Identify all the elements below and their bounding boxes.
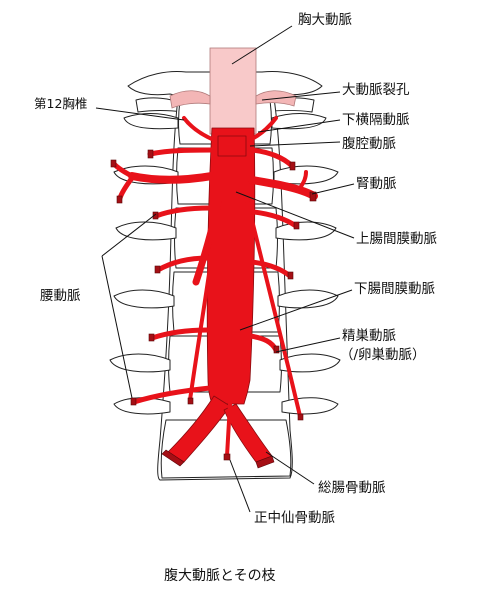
median-sacral-artery xyxy=(225,402,232,458)
celiac-trunk xyxy=(217,135,247,157)
label-lumbar: 腰動脈 xyxy=(40,288,81,304)
gonadal-artery-right xyxy=(244,194,302,418)
label-inferior-phrenic: 下横隔動脈 xyxy=(342,112,410,128)
label-common-iliac: 総腸骨動脈 xyxy=(318,480,386,496)
label-inferior-mesenteric: 下腸間膜動脈 xyxy=(354,281,435,297)
lumbar-artery-left-1 xyxy=(153,205,213,219)
label-aortic-hiatus: 大動脈裂孔 xyxy=(342,82,410,98)
label-median-sacral: 正中仙骨動脈 xyxy=(254,510,335,526)
diagram-caption: 腹大動脈とその枝 xyxy=(164,567,276,584)
thoracic-aorta-vessel xyxy=(209,47,257,135)
abdominal-aorta xyxy=(206,127,256,405)
lumbar-artery-left-2 xyxy=(155,255,211,273)
inferior-phrenic-right xyxy=(248,116,278,142)
aortic-hiatus-shape xyxy=(169,90,211,109)
inferior-phrenic-left xyxy=(182,116,216,142)
lumbar-artery-left-3 xyxy=(149,327,211,341)
superior-mesenteric-artery xyxy=(192,156,230,286)
gonadal-artery-left xyxy=(188,194,222,402)
celiac-left-branch xyxy=(147,147,217,157)
lumbar-artery-right-1 xyxy=(251,209,299,229)
label-superior-mesenteric: 上腸間膜動脈 xyxy=(356,231,437,247)
label-t12: 第12胸椎 xyxy=(34,96,87,111)
label-gonadal-2: （/卵巣動脈） xyxy=(340,347,426,363)
label-celiac: 腹腔動脈 xyxy=(342,135,396,152)
renal-artery-left xyxy=(128,172,216,184)
label-gonadal-1: 精巣動脈 xyxy=(342,328,396,344)
labels: 胸大動脈 大動脈裂孔 下横隔動脈 腹腔動脈 腎動脈 上腸間膜動脈 下腸間膜動脈 … xyxy=(34,12,437,584)
label-thoracic-aorta: 胸大動脈 xyxy=(298,12,352,28)
lumbar-artery-left-4 xyxy=(131,385,213,405)
label-renal: 腎動脈 xyxy=(356,176,397,192)
transverse-processes-right xyxy=(271,113,341,415)
leader-lines xyxy=(95,25,355,513)
lumbar-artery-right-2 xyxy=(249,259,293,279)
inferior-mesenteric-artery xyxy=(233,297,241,365)
abdominal-aorta-branches xyxy=(110,116,318,469)
